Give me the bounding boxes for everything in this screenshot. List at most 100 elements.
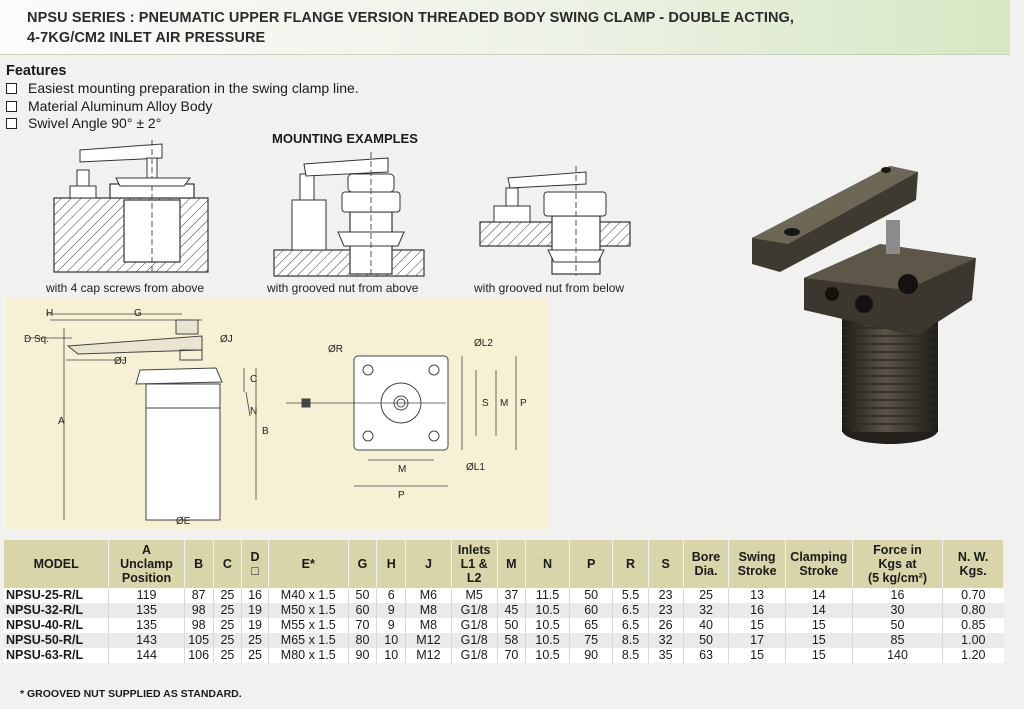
table-cell: M50 x 1.5 [267, 603, 349, 618]
table-cell: 25 [212, 633, 242, 648]
table-cell: 60 [347, 603, 377, 618]
table-cell: 10.5 [525, 633, 570, 648]
table-cell: 90 [347, 648, 377, 663]
dim-label-j-bottom: ØJ [114, 356, 127, 367]
table-cell: 50 [347, 588, 377, 603]
dim-label-m-side: M [500, 398, 508, 409]
dim-label-s: S [482, 398, 489, 409]
column-header: Clamping Stroke [785, 540, 853, 588]
table-cell: 40 [682, 618, 729, 633]
table-cell: 30 [851, 603, 943, 618]
column-header: MODEL [4, 540, 110, 588]
product-photo [752, 166, 976, 444]
table-cell: 10 [376, 633, 406, 648]
table-cell: 58 [496, 633, 526, 648]
table-cell: 15 [784, 633, 853, 648]
table-cell: 15 [728, 648, 786, 663]
table-cell: 25 [212, 603, 242, 618]
column-header: C [213, 540, 243, 588]
table-cell: 19 [241, 618, 269, 633]
column-header: S [648, 540, 684, 588]
dim-label-g: G [134, 308, 142, 319]
table-cell: 63 [682, 648, 729, 663]
table-cell: M5 [450, 588, 498, 603]
table-cell: 70 [347, 618, 377, 633]
table-cell: 15 [728, 618, 786, 633]
checkbox-icon [6, 100, 17, 112]
table-cell: 87 [183, 588, 214, 603]
table-cell: 70 [496, 648, 526, 663]
table-cell: M12 [405, 648, 452, 663]
table-cell: 8.5 [612, 633, 649, 648]
feature-item: Swivel Angle 90° ± 2° [6, 115, 359, 133]
model-cell: NPSU-50-R/L [4, 633, 109, 648]
page-title-line-1: NPSU SERIES : PNEUMATIC UPPER FLANGE VER… [27, 10, 795, 26]
title-band: NPSU SERIES : PNEUMATIC UPPER FLANGE VER… [0, 0, 1010, 55]
table-cell: G1/8 [450, 633, 498, 648]
column-header: Swing Stroke [728, 540, 786, 588]
table-cell: 144 [108, 648, 185, 663]
dim-label-p-side: P [520, 398, 527, 409]
dim-label-j-top: ØJ [220, 334, 233, 345]
mount-caption-1: with 4 cap screws from above [46, 281, 205, 295]
table-cell: 16 [728, 603, 786, 618]
table-cell: M12 [405, 633, 452, 648]
table-cell: 80 [347, 633, 377, 648]
table-cell: 90 [568, 648, 613, 663]
table-cell: 25 [212, 648, 242, 663]
dim-label-l2: ØL2 [474, 338, 493, 349]
column-header: P [569, 540, 614, 588]
table-cell: 32 [682, 603, 729, 618]
table-cell: 1.00 [942, 633, 1004, 648]
table-cell: 5.5 [612, 588, 649, 603]
table-cell: 13 [728, 588, 786, 603]
table-cell: 15 [784, 648, 853, 663]
footnote: * GROOVED NUT SUPPLIED AS STANDARD. [20, 688, 242, 700]
table-cell: 10.5 [525, 603, 570, 618]
table-cell: M6 [405, 588, 452, 603]
column-header: G [348, 540, 378, 588]
table-cell: 6.5 [612, 603, 649, 618]
dim-label-m-bottom: M [398, 464, 406, 475]
dim-label-a: A [58, 416, 65, 427]
table-cell: 98 [183, 603, 214, 618]
table-cell: G1/8 [450, 618, 498, 633]
table-cell: 16 [851, 588, 943, 603]
dim-label-r: ØR [328, 344, 343, 355]
table-cell: 11.5 [525, 588, 570, 603]
column-header: N [525, 540, 570, 588]
column-header: Bore Dia. [683, 540, 730, 588]
table-cell: 0.80 [942, 603, 1004, 618]
table-cell: 50 [496, 618, 526, 633]
dimension-drawing-panel: H G D Sq. ØJ ØJ A B C N ØE ØR ØL2 ØL1 S … [6, 298, 548, 530]
table-cell: 19 [241, 603, 269, 618]
table-cell: 10 [376, 648, 406, 663]
mount-caption-2: with grooved nut from above [267, 281, 419, 295]
column-header: N. W. Kgs. [942, 540, 1004, 588]
table-cell: 6.5 [612, 618, 649, 633]
table-cell: 45 [496, 603, 526, 618]
table-cell: M8 [405, 603, 452, 618]
table-cell: 1.20 [942, 648, 1004, 663]
table-cell: 135 [108, 603, 185, 618]
dim-label-p-bottom: P [398, 490, 405, 501]
table-cell: 0.85 [942, 618, 1004, 633]
feature-item: Material Aluminum Alloy Body [6, 98, 359, 116]
mount-figure-nut-above [273, 152, 425, 278]
table-cell: 6 [376, 588, 406, 603]
table-cell: 35 [647, 648, 684, 663]
column-header: M [497, 540, 527, 588]
table-cell: M8 [405, 618, 452, 633]
features-heading: Features [6, 63, 67, 79]
table-cell: 15 [784, 618, 853, 633]
column-header: Inlets L1 & L2 [451, 540, 498, 588]
table-cell: 25 [241, 633, 269, 648]
table-cell: 26 [647, 618, 684, 633]
mount-figure-nut-below [479, 166, 631, 276]
column-header: H [376, 540, 407, 588]
table-cell: 23 [647, 603, 684, 618]
table-cell: M80 x 1.5 [267, 648, 349, 663]
